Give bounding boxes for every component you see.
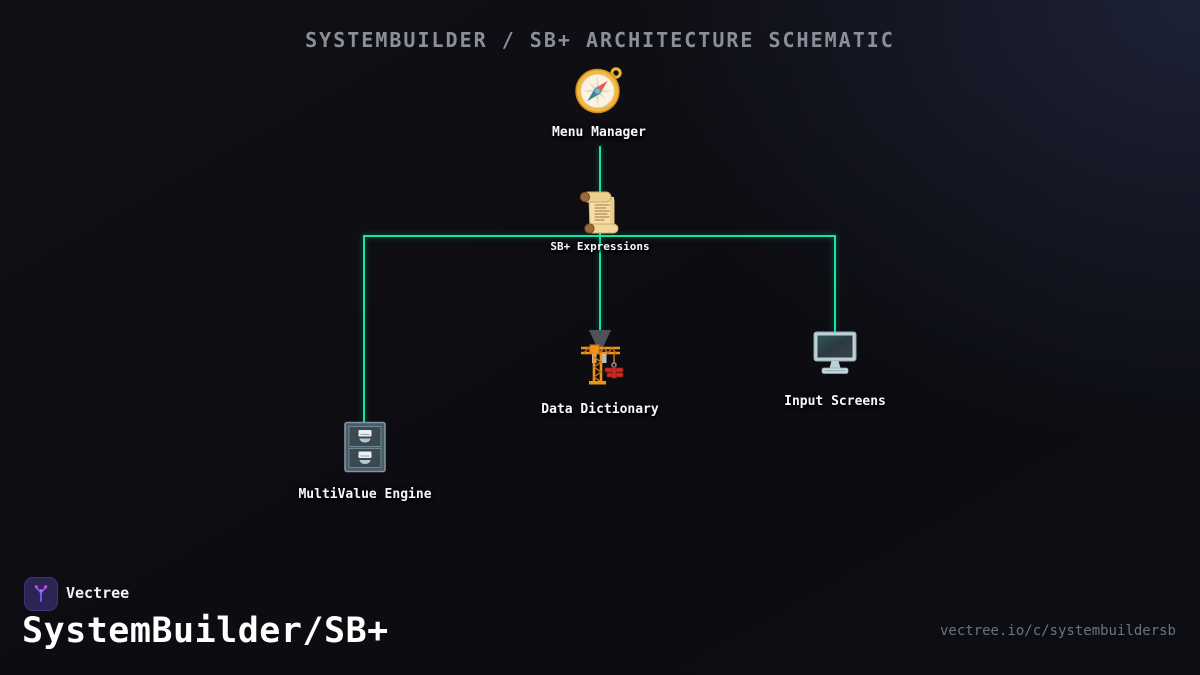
desktop-monitor-icon — [811, 328, 859, 376]
connector-to-input-screens — [834, 235, 836, 332]
node-label-multivalue-engine: MultiValue Engine — [298, 487, 432, 502]
connector-menu-to-expressions — [599, 146, 601, 331]
vectree-branch-icon — [34, 585, 48, 602]
node-label-menu-manager: Menu Manager — [552, 125, 646, 140]
site-url: vectree.io/c/systembuildersb — [939, 623, 1176, 639]
brand-name: Vectree — [66, 584, 130, 602]
diagram-title: SYSTEMBUILDER / SB+ ARCHITECTURE SCHEMAT… — [305, 28, 895, 52]
connector-branch-horizontal — [363, 235, 836, 237]
node-label-input-screens: Input Screens — [784, 394, 886, 409]
compass-icon — [573, 64, 625, 116]
node-label-data-dictionary: Data Dictionary — [541, 402, 659, 417]
node-label-sb-expressions: SB+ Expressions — [550, 240, 650, 253]
scroll-icon — [576, 188, 624, 236]
file-cabinet-icon — [342, 421, 388, 473]
construction-crane-icon — [576, 338, 624, 386]
product-title: SystemBuilder/SB+ — [22, 611, 389, 651]
connector-to-multivalue-engine — [363, 235, 365, 425]
vectree-logo — [24, 577, 58, 611]
